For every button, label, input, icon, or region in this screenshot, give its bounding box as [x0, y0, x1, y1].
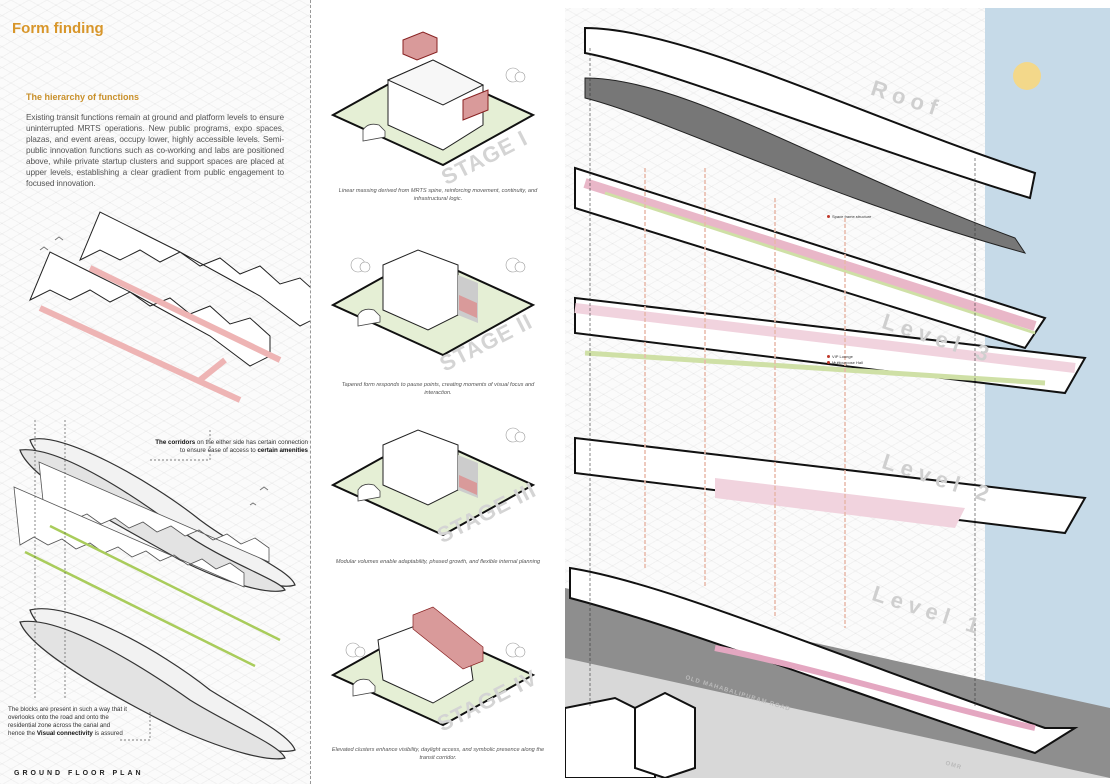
stages-panel: STAGE I Linear massing derived from MRTS…: [318, 0, 558, 784]
canal-sky: [985, 8, 1110, 778]
stage-4-caption: Elevated clusters enhance visibility, da…: [331, 747, 545, 761]
description: Existing transit functions remain at gro…: [26, 112, 284, 188]
stage-2-diagram: [332, 249, 534, 356]
exploded-axonometric: Roof Level 3 Level 2 Level 1 Space frame…: [565, 8, 1110, 778]
stage-1-diagram: [332, 31, 534, 166]
stage-4-diagram: [332, 606, 534, 726]
tag-vip-lounge: VIP Lounge: [827, 354, 853, 359]
section-title: Form finding: [12, 20, 104, 37]
corridors-note: The corridors on the either side has cer…: [155, 439, 308, 454]
stage-1-caption: Linear massing derived from MRTS spine, …: [338, 188, 538, 202]
corridor-blocks: [29, 211, 310, 367]
space-frame: [584, 77, 1027, 254]
ground-floor-illustration: [13, 211, 310, 760]
tag-space-frame: Space frame structure: [827, 214, 871, 219]
blocks-note: The blocks are present in such a way tha…: [8, 706, 127, 737]
subtitle: The hierarchy of functions: [26, 92, 140, 102]
sun-icon: [1013, 62, 1041, 90]
exploded-view-illustration: [565, 8, 1110, 778]
birds-icon: [39, 236, 269, 506]
ground-floor-plan-label: GROUND FLOOR PLAN: [14, 770, 144, 777]
stage-3-caption: Modular volumes enable adaptability, pha…: [335, 559, 541, 565]
roof-shell: [584, 26, 1037, 200]
stage-2-caption: Tapered form responds to pause points, c…: [341, 382, 535, 396]
stages-illustration: [332, 31, 534, 726]
left-panel: Form finding The hierarchy of functions …: [0, 0, 311, 784]
stage-3-diagram: [332, 427, 534, 536]
tag-multipurpose-hall: Multipurpose Hall: [827, 360, 863, 365]
